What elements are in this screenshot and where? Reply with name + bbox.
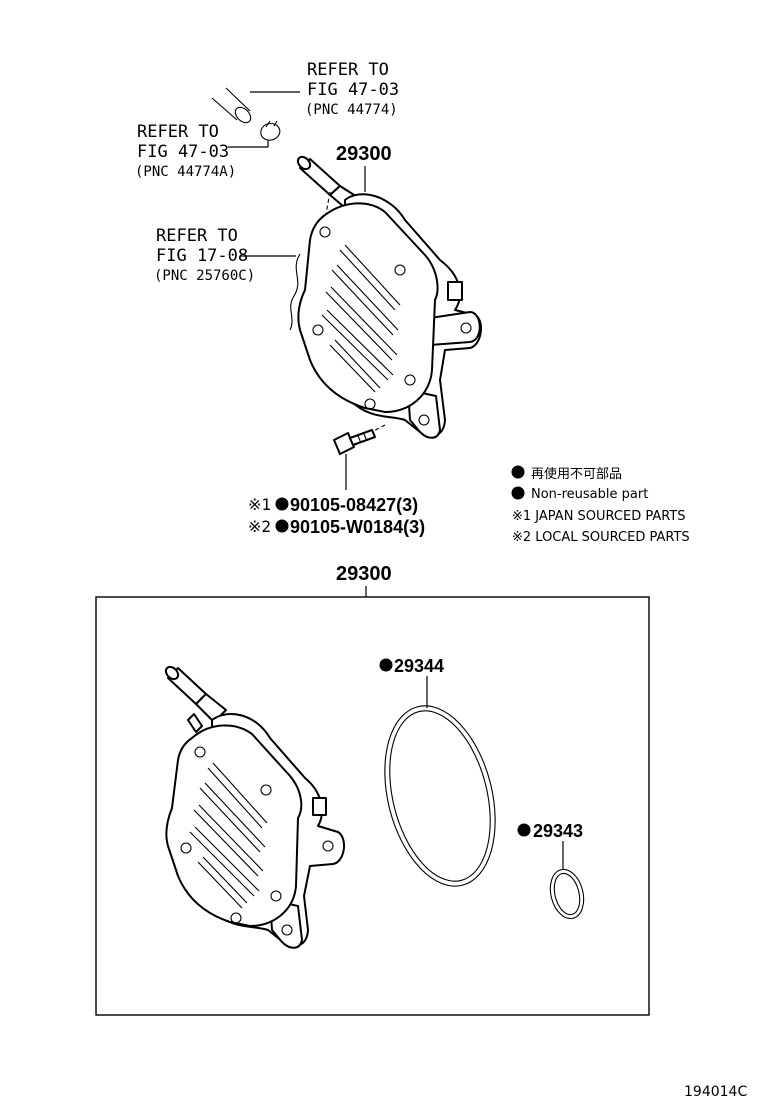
hose-ref-line1: REFER TO (307, 60, 389, 80)
gasket-ref-line1: REFER TO (156, 226, 238, 246)
legend-dot-en (511, 486, 525, 500)
clip-ref-line3: (PNC 44774A) (135, 164, 236, 180)
bolt-part-number-1: 90105-08427(3) (290, 495, 418, 515)
non-reusable-dot-29343 (517, 823, 531, 837)
gasket-ref-line3: (PNC 25760C) (154, 268, 255, 284)
clip-ref-line2: FIG 47-03 (137, 142, 229, 162)
oring-large-number: 29344 (394, 656, 444, 676)
legend-japan-sourced: ※1 JAPAN SOURCED PARTS (512, 509, 686, 524)
oring-small-number: 29343 (533, 821, 583, 841)
gasket-ref-line2: FIG 17-08 (156, 246, 248, 266)
legend: 再使用不可部品 Non-reusable part ※1 JAPAN SOURC… (511, 465, 690, 545)
non-reusable-dot-2 (275, 519, 289, 533)
vacuum-hose-drawing (211, 87, 300, 124)
legend-dot-jp (511, 465, 525, 479)
legend-non-reusable: Non-reusable part (531, 487, 648, 502)
hose-ref-line3: (PNC 44774) (305, 102, 398, 118)
hose-ref-line2: FIG 47-03 (307, 80, 399, 100)
bolt-part-number-2: 90105-W0184(3) (290, 517, 425, 537)
kit-contents-box (95, 596, 650, 1016)
bolt-mark-2: ※2 (248, 517, 271, 536)
figure-code: 194014C (684, 1084, 747, 1100)
large-o-ring-29344: 29344 (379, 656, 496, 887)
legend-local-sourced: ※2 LOCAL SOURCED PARTS (512, 530, 690, 545)
vacuum-pump-upper-drawing: 29300 (289, 143, 482, 439)
clip-ref-line1: REFER TO (137, 122, 219, 142)
vacuum-pump-lower-drawing (164, 665, 345, 949)
non-reusable-dot-29344 (379, 658, 393, 672)
small-o-ring-29343: 29343 (517, 821, 585, 920)
hose-clip-drawing (228, 120, 281, 148)
hose-reference-callout: REFER TO FIG 47-03 (PNC 44774) (305, 60, 399, 118)
pump-mounting-bolt-drawing (333, 429, 376, 490)
kit-part-number: 29300 (336, 563, 392, 585)
clip-reference-callout: REFER TO FIG 47-03 (PNC 44774A) (135, 122, 236, 180)
bolt-mark-1: ※1 (248, 495, 271, 514)
non-reusable-dot-1 (275, 497, 289, 511)
gasket-reference-callout: REFER TO FIG 17-08 (PNC 25760C) (154, 226, 296, 284)
legend-jp-nonreusable: 再使用不可部品 (531, 466, 622, 482)
pump-part-number-top: 29300 (336, 143, 392, 165)
